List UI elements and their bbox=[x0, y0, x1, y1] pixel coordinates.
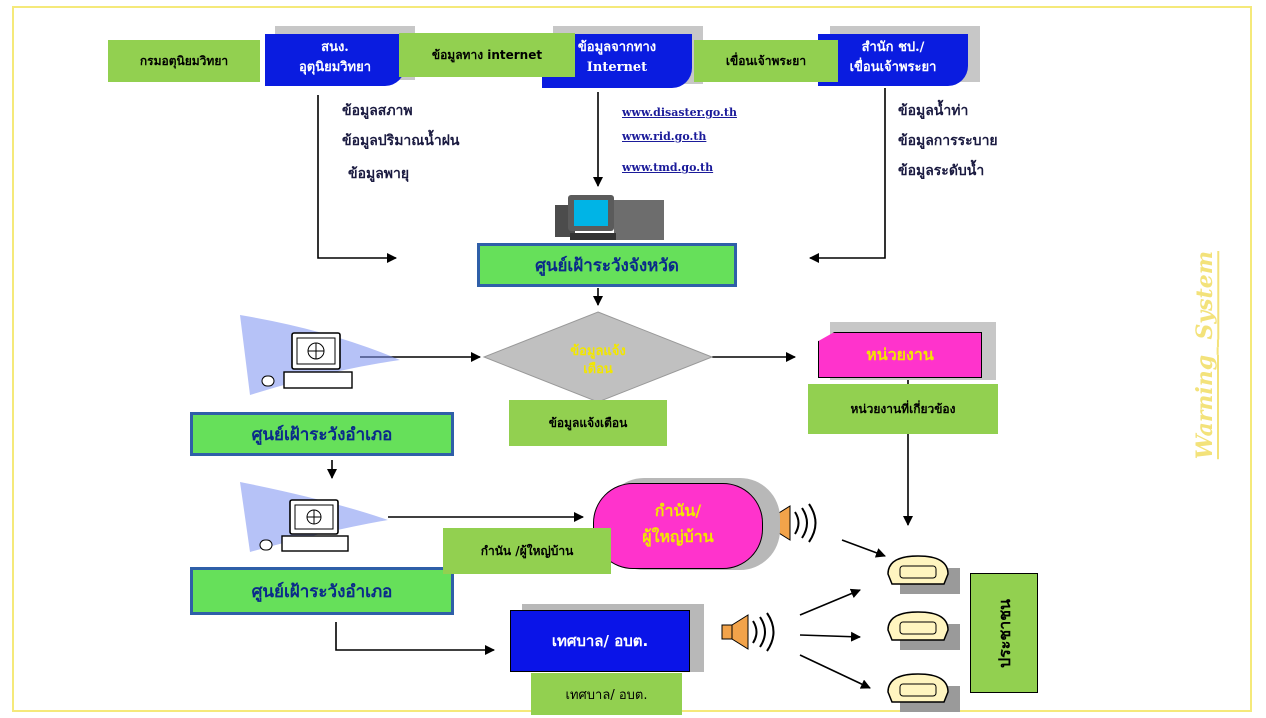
met-data-2: ข้อมูลปริมาณน้ำฝน bbox=[342, 133, 460, 149]
met-office-line1: สนง. bbox=[321, 40, 349, 55]
kamnan-line1: กำนัน/ bbox=[654, 501, 702, 520]
arrow-speaker-to-public-3 bbox=[799, 654, 871, 689]
website-link-3[interactable]: www.tmd.go.th bbox=[622, 161, 714, 174]
dam-data-3: ข้อมูลระดับน้ำ bbox=[898, 163, 985, 179]
met-office-source: สนง. อุตุนิยมวิทยา bbox=[265, 34, 405, 86]
district-center-box-1: ศูนย์เฝ้าระวังอำเภอ bbox=[190, 412, 454, 456]
internet-source-line2: Internet bbox=[586, 60, 648, 75]
speaker-icon-municipality bbox=[721, 612, 775, 652]
label-municipality: เทศบาล/ อบต. bbox=[531, 673, 682, 715]
label-chao-phraya: เขื่อนเจ้าพระยา bbox=[694, 40, 838, 82]
diamond-text: ข้อมูลแจ้ง เตือน bbox=[530, 343, 666, 379]
telephone-icon-3 bbox=[887, 673, 960, 712]
arrow-office-to-province bbox=[809, 88, 886, 263]
label-internet-data: ข้อมูลทาง internet bbox=[399, 33, 575, 77]
internet-source-line1: ข้อมูลจากทาง bbox=[577, 40, 657, 55]
diamond-text-line1: ข้อมูลแจ้ง bbox=[570, 344, 626, 359]
office-source-line2: เขื่อนเจ้าพระยา bbox=[849, 60, 937, 75]
dam-data-1: ข้อมูลน้ำท่า bbox=[898, 103, 969, 119]
kamnan-line2: ผู้ใหญ่บ้าน bbox=[642, 527, 714, 546]
website-link-1[interactable]: www.disaster.go.th bbox=[622, 106, 737, 119]
telephone-icon-2 bbox=[887, 611, 960, 650]
municipality-box: เทศบาล/ อบต. bbox=[510, 610, 690, 672]
website-link-2[interactable]: www.rid.go.th bbox=[622, 130, 707, 143]
public-box: ประชาชน bbox=[970, 573, 1038, 693]
arrow-met-to-province bbox=[317, 95, 397, 263]
label-warning-data: ข้อมูลแจ้งเตือน bbox=[509, 400, 667, 446]
kamnan-box: กำนัน/ ผู้ใหญ่บ้าน bbox=[593, 483, 763, 569]
province-computer-icon bbox=[555, 195, 664, 240]
met-office-line2: อุตุนิยมวิทยา bbox=[298, 60, 372, 75]
district-computer-icon-2 bbox=[240, 482, 388, 552]
diamond-text-line2: เตือน bbox=[583, 362, 613, 377]
district-center-box-2: ศูนย์เฝ้าระวังอำเภอ bbox=[190, 567, 454, 615]
met-data-3: ข้อมูลพายุ bbox=[348, 166, 410, 182]
arrow-speaker-to-public-2 bbox=[799, 631, 861, 642]
public-label: ประชาชน bbox=[994, 598, 1014, 668]
arrow-speaker-to-public-1 bbox=[799, 588, 861, 616]
office-source-line1: สำนัก ชป./ bbox=[861, 40, 925, 55]
side-title: Warning System bbox=[1180, 230, 1230, 480]
label-tmd: กรมอตุนิยมวิทยา bbox=[108, 40, 260, 82]
arrow-kamnan-speaker-to-public bbox=[841, 539, 886, 558]
side-title-word2: System bbox=[1192, 250, 1218, 340]
agency-box: หน่วยงาน bbox=[818, 332, 982, 378]
office-source: สำนัก ชป./ เขื่อนเจ้าพระยา bbox=[818, 34, 968, 86]
met-data-1: ข้อมูลสภาพ bbox=[342, 103, 413, 119]
side-title-word1: Warning bbox=[1192, 354, 1218, 460]
telephone-icon-1 bbox=[887, 555, 960, 594]
label-kamnan: กำนัน /ผู้ใหญ่บ้าน bbox=[443, 528, 611, 574]
side-title-text: Warning System bbox=[1180, 251, 1230, 459]
arrow-to-municipality bbox=[335, 622, 495, 655]
dam-data-2: ข้อมูลการระบาย bbox=[898, 133, 998, 149]
province-center-box: ศูนย์เฝ้าระวังจังหวัด bbox=[477, 243, 737, 287]
label-related-agencies: หน่วยงานที่เกี่ยวข้อง bbox=[808, 384, 998, 434]
district-computer-icon-1 bbox=[240, 315, 400, 395]
